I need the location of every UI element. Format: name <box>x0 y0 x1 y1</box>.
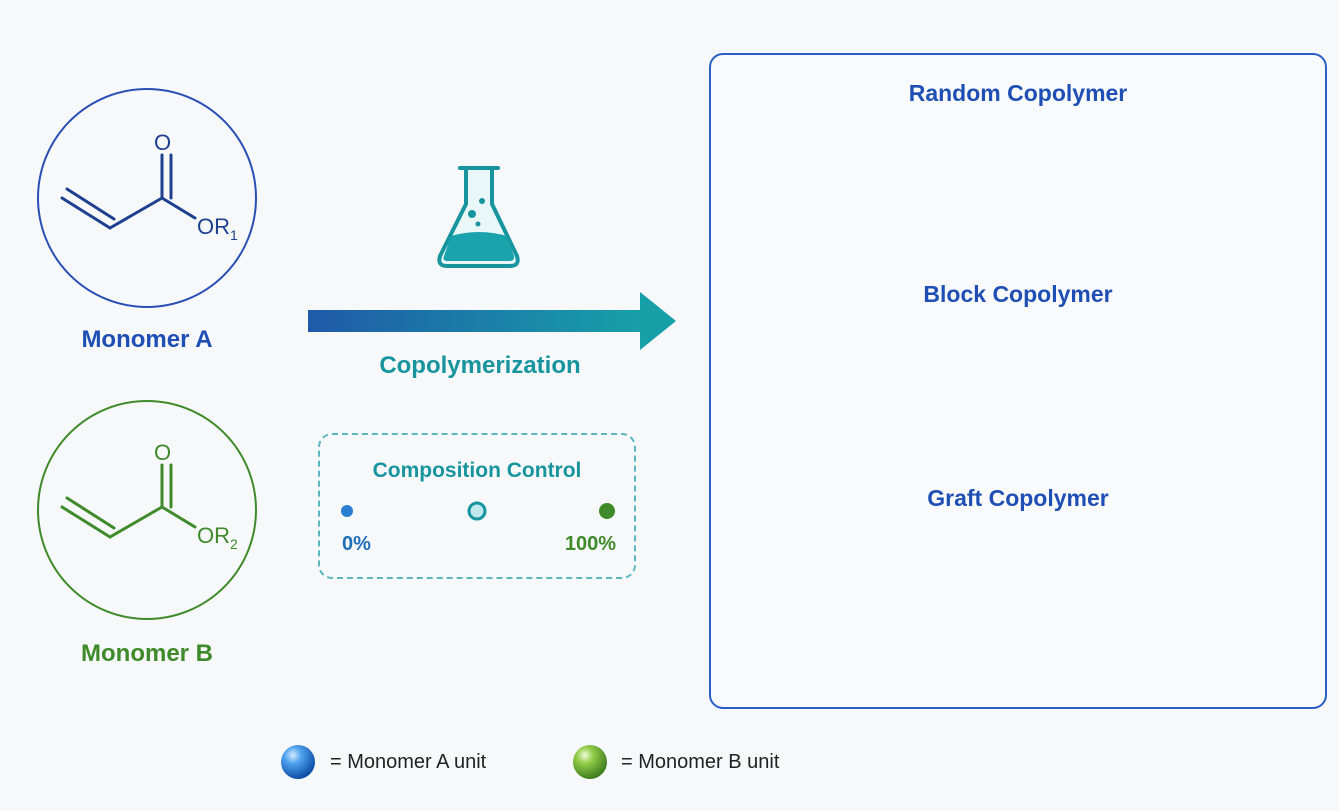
substituent-index-a: 1 <box>230 227 238 243</box>
reaction-arrow <box>308 292 676 350</box>
block-copolymer-title: Block Copolymer <box>923 281 1113 307</box>
svg-text:OR1: OR1 <box>197 214 238 243</box>
slider-knob[interactable] <box>467 501 487 521</box>
monomer-a-structure: O OR1 <box>37 88 257 308</box>
reaction-label: Copolymerization <box>379 352 581 379</box>
substituent-b: OR <box>197 523 230 548</box>
monomer-a-label: Monomer A <box>81 326 213 353</box>
composition-control-title: Composition Control <box>372 459 582 482</box>
composition-control-box: Composition Control 0% 100% <box>318 433 636 579</box>
legend-a-label: = Monomer A unit <box>330 751 487 773</box>
legend-b-label: = Monomer B unit <box>621 751 780 773</box>
graft-copolymer-title: Graft Copolymer <box>927 485 1109 511</box>
flask-icon <box>437 166 520 268</box>
legend-bead-a <box>281 745 315 779</box>
composition-min-label: 0% <box>342 533 371 555</box>
composition-max-label: 100% <box>564 533 616 555</box>
svg-text:OR2: OR2 <box>197 523 238 552</box>
copolymer-types-panel <box>709 53 1327 709</box>
composition-slider[interactable] <box>341 501 615 521</box>
random-copolymer-title: Random Copolymer <box>908 80 1128 106</box>
substituent-a: OR <box>197 214 230 239</box>
monomer-b-structure: O OR2 <box>37 400 257 620</box>
slider-min-dot <box>341 505 353 517</box>
slider-max-dot <box>599 503 615 519</box>
carbonyl-oxygen-b: O <box>154 440 171 465</box>
carbonyl-oxygen-a: O <box>154 130 171 155</box>
substituent-index-b: 2 <box>230 536 238 552</box>
monomer-b-label: Monomer B <box>81 640 213 667</box>
legend-bead-b <box>573 745 607 779</box>
